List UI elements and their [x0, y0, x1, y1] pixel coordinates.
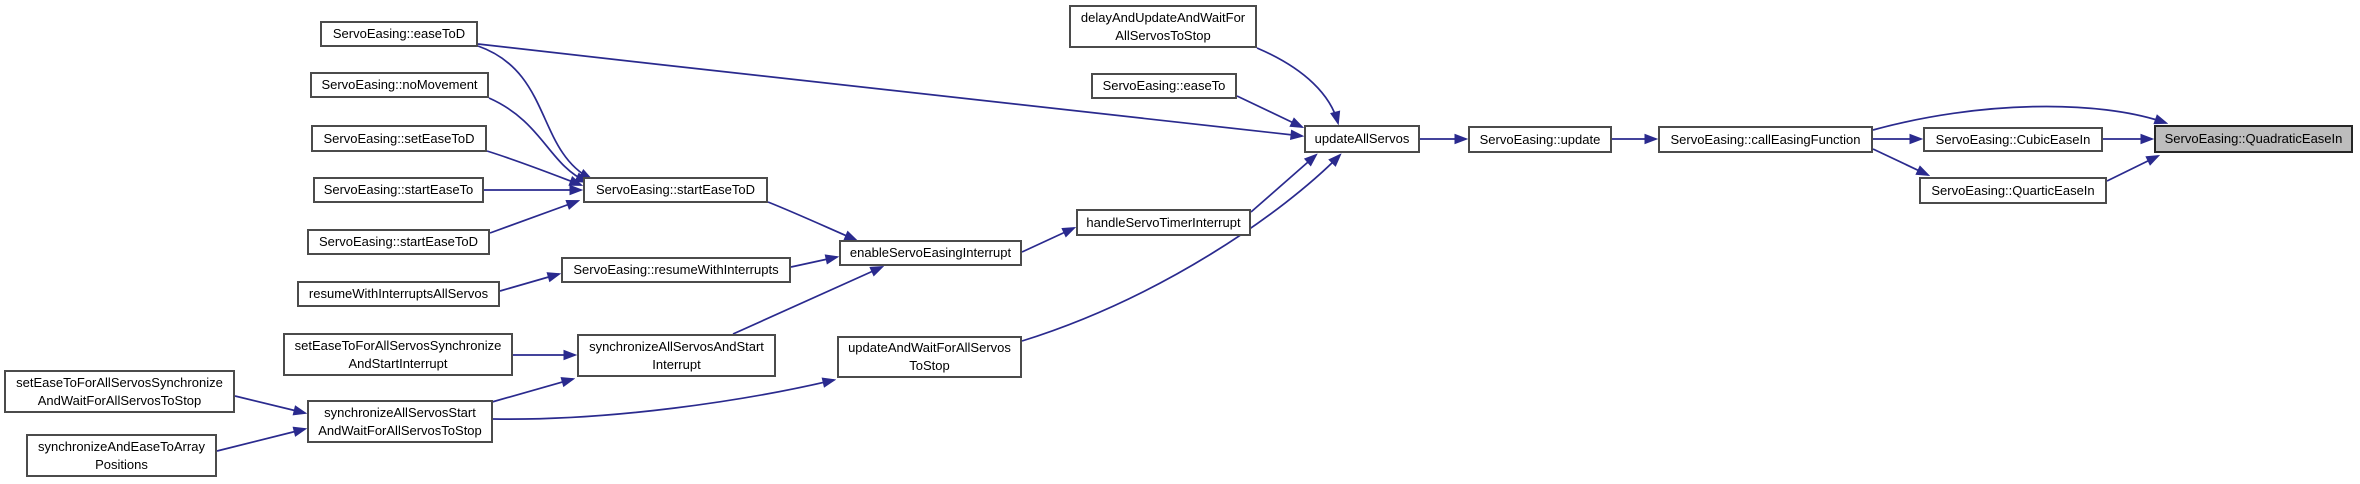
edge-synchronizeallservosstartandwaitforallservostostop-to-updateandwaitforallservostostop	[492, 380, 834, 420]
edge-updateandwaitforallservostostop-to-updateallservos	[1021, 155, 1340, 342]
graph-node-quarticeasein[interactable]: ServoEasing::QuarticEaseIn	[1919, 177, 2107, 204]
edge-nomovement-to-starteasetod-2	[488, 97, 587, 182]
graph-node-resumewithinterruptsallservos[interactable]: resumeWithInterruptsAllServos	[297, 281, 500, 307]
graph-node-easeto[interactable]: ServoEasing::easeTo	[1091, 73, 1237, 99]
graph-node-handleservotimerinterrupt[interactable]: handleServoTimerInterrupt	[1076, 209, 1251, 236]
graph-node-cubiceasein[interactable]: ServoEasing::CubicEaseIn	[1923, 127, 2103, 152]
edge-handleservotimerinterrupt-to-updateallservos	[1250, 155, 1316, 213]
graph-node-synchronizeallservosandstartinterrupt[interactable]: synchronizeAllServosAndStart Interrupt	[577, 334, 776, 377]
graph-node-easetod[interactable]: ServoEasing::easeToD	[320, 21, 478, 47]
edge-quarticeasein-to-quadraticeasein	[2106, 156, 2158, 182]
graph-node-synchronizeallservosstartandwaitforallservostostop[interactable]: synchronizeAllServosStart AndWaitForAllS…	[307, 400, 493, 443]
graph-node-seteasetoforallservossynchronizeandwaitforallservostostop[interactable]: setEaseToForAllServosSynchronize AndWait…	[4, 370, 235, 413]
graph-node-seteasetod[interactable]: ServoEasing::setEaseToD	[311, 125, 487, 152]
graph-node-update[interactable]: ServoEasing::update	[1468, 126, 1612, 153]
edge-synchronizeallservosstartandwaitforallservostostop-to-synchronizeallservosandstartinterrupt	[491, 379, 573, 403]
edge-group	[216, 43, 2166, 452]
edge-easeto-to-updateallservos	[1236, 95, 1302, 127]
graph-node-starteasetod-2[interactable]: ServoEasing::startEaseToD	[583, 177, 768, 203]
graph-node-nomovement[interactable]: ServoEasing::noMovement	[310, 72, 489, 98]
edge-resumewithinterrupts-to-enableservoeasinginterrupt	[790, 257, 837, 268]
edge-calleasingfunction-to-quadraticeasein	[1872, 105, 2166, 131]
graph-node-quadraticeasein: ServoEasing::QuadraticEaseIn	[2154, 125, 2353, 153]
edge-delayandupdateandwaitforallservostostop-to-updateallservos	[1256, 47, 1338, 123]
graph-node-starteasetod-1[interactable]: ServoEasing::startEaseToD	[307, 229, 490, 255]
graph-node-seteasetoforallservossynchronizeandstartinterrupt[interactable]: setEaseToForAllServosSynchronize AndStar…	[283, 333, 513, 376]
graph-node-resumewithinterrupts[interactable]: ServoEasing::resumeWithInterrupts	[561, 257, 791, 283]
edge-enableservoeasinginterrupt-to-handleservotimerinterrupt	[1021, 228, 1074, 253]
graph-node-synchronizeandeasetoarraypositions[interactable]: synchronizeAndEaseToArray Positions	[26, 434, 217, 477]
edge-synchronizeandeasetoarraypositions-to-synchronizeallservosstartandwaitforallservostostop	[216, 429, 305, 452]
graph-node-calleasingfunction[interactable]: ServoEasing::callEasingFunction	[1658, 126, 1873, 153]
edge-starteasetod-1-to-starteasetod-2	[489, 201, 578, 234]
graph-node-enableservoeasinginterrupt[interactable]: enableServoEasingInterrupt	[839, 240, 1022, 266]
edge-seteasetod-to-starteasetod-2	[486, 150, 581, 185]
edge-starteasetod-2-to-enableservoeasinginterrupt	[767, 201, 856, 240]
edge-resumewithinterruptsallservos-to-resumewithinterrupts	[499, 274, 559, 292]
graph-node-starteaseto[interactable]: ServoEasing::startEaseTo	[313, 177, 484, 203]
edge-easetod-to-starteasetod-2	[477, 45, 591, 179]
edge-easetod-to-updateallservos	[477, 43, 1302, 136]
edge-synchronizeallservosandstartinterrupt-to-enableservoeasinginterrupt	[732, 267, 882, 335]
graph-node-updateandwaitforallservostostop[interactable]: updateAndWaitForAllServos ToStop	[837, 336, 1022, 378]
graph-node-delayandupdateandwaitforallservostostop[interactable]: delayAndUpdateAndWaitFor AllServosToStop	[1069, 5, 1257, 48]
graph-node-updateallservos[interactable]: updateAllServos	[1304, 125, 1420, 153]
edge-seteasetoforallservossynchronizeandwaitforallservostostop-to-synchronizeallservosstartandwaitforallservostostop	[234, 395, 305, 413]
edge-calleasingfunction-to-quarticeasein	[1872, 148, 1928, 175]
